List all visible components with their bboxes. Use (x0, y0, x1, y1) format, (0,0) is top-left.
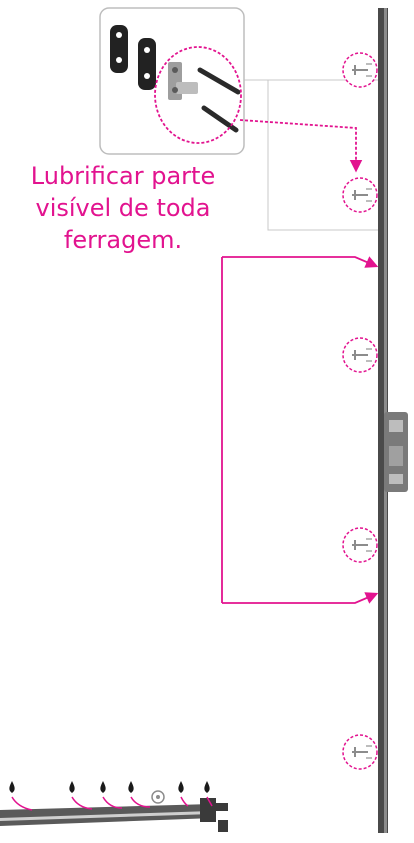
hinge-markers (342, 52, 378, 770)
hinge-marker-icon (342, 527, 378, 563)
lock-mechanism-icon (384, 412, 408, 492)
hinge-marker-icon (342, 734, 378, 770)
lubrication-range-bracket (221, 256, 379, 604)
hinge-marker-icon (342, 52, 378, 88)
bottom-track (0, 781, 228, 832)
hinge-plate-icon (138, 38, 156, 90)
gear-icon (151, 790, 165, 804)
highlight-circle (154, 46, 242, 144)
hardware-detail-inset (99, 7, 245, 155)
hinge-plate-icon (110, 25, 128, 73)
hinge-marker-icon (342, 177, 378, 213)
instruction-line: visível de toda (35, 194, 211, 222)
arrow-head-icon (222, 256, 379, 268)
instruction-line: ferragem. (63, 226, 183, 254)
arrow-head-icon (222, 592, 379, 604)
instruction-line: Lubrificar parte (30, 162, 216, 190)
detail-pointer-arrow (239, 119, 363, 173)
lubrication-instruction: Lubrificar parte visível de toda ferrage… (2, 160, 244, 256)
oil-drop-icon (9, 781, 210, 793)
bracket-with-screws-icon (168, 62, 241, 133)
window-profile (378, 8, 408, 833)
hinge-marker-icon (342, 337, 378, 373)
